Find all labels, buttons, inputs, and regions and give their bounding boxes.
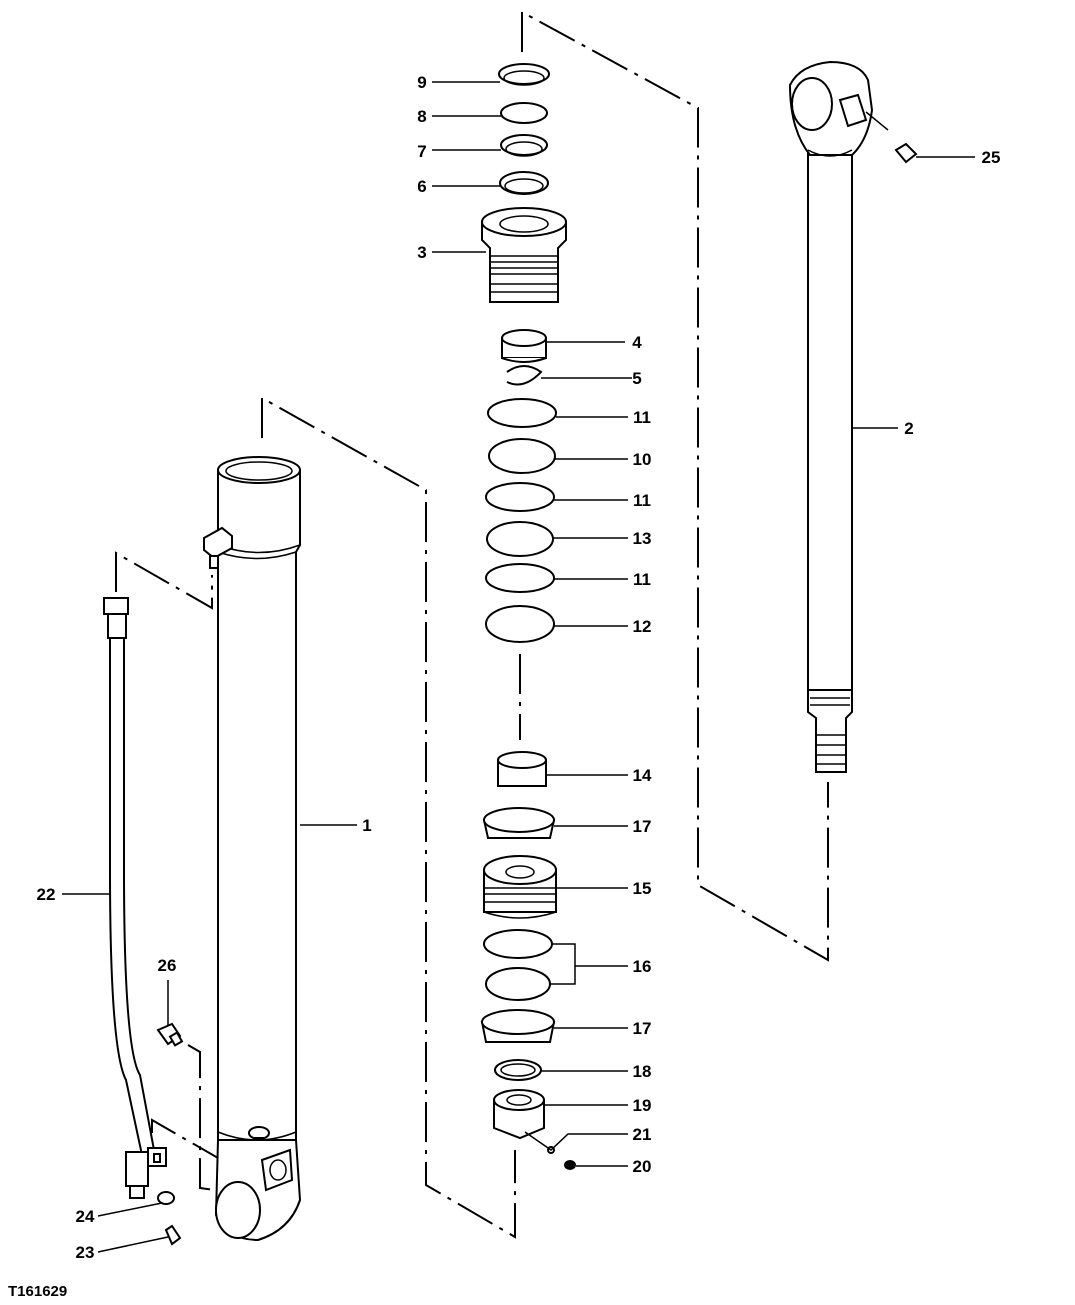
leader-lines xyxy=(62,81,975,1253)
callout-1: 1 xyxy=(362,816,371,835)
callout-15: 15 xyxy=(633,879,652,898)
callouts: 9 8 7 6 3 4 5 11 10 11 13 11 12 14 17 15… xyxy=(37,73,1001,1262)
callout-17-a: 17 xyxy=(633,817,652,836)
callout-18: 18 xyxy=(633,1062,652,1081)
callout-4: 4 xyxy=(632,333,642,352)
callout-6: 6 xyxy=(417,177,426,196)
cylinder-barrel xyxy=(203,456,302,1242)
callout-16: 16 xyxy=(633,957,652,976)
callout-24: 24 xyxy=(76,1207,95,1226)
callout-20: 20 xyxy=(633,1157,652,1176)
callout-12: 12 xyxy=(633,617,652,636)
callout-22: 22 xyxy=(37,885,56,904)
callout-5: 5 xyxy=(632,369,641,388)
part-25-fitting xyxy=(894,142,918,164)
hydraulic-tube xyxy=(103,597,167,1199)
callout-7: 7 xyxy=(417,142,426,161)
callout-17-b: 17 xyxy=(633,1019,652,1038)
small-fittings xyxy=(156,1022,184,1246)
piston-rod xyxy=(788,60,918,773)
callout-21: 21 xyxy=(633,1125,652,1144)
part-stack xyxy=(480,63,576,1170)
callout-19: 19 xyxy=(633,1096,652,1115)
callout-8: 8 xyxy=(417,107,426,126)
part-24-washer xyxy=(157,1191,175,1205)
callout-13: 13 xyxy=(633,529,652,548)
callout-11-b: 11 xyxy=(633,491,651,510)
callout-3: 3 xyxy=(417,243,426,262)
callout-9: 9 xyxy=(417,73,426,92)
callout-10: 10 xyxy=(633,450,652,469)
callout-23: 23 xyxy=(76,1243,95,1262)
callout-2: 2 xyxy=(904,419,913,438)
callout-11-a: 11 xyxy=(633,408,651,427)
callout-11-c: 11 xyxy=(633,570,651,589)
part-23-plug xyxy=(164,1224,182,1246)
callout-14: 14 xyxy=(633,766,652,785)
callout-26: 26 xyxy=(158,956,177,975)
figure-id: T161629 xyxy=(8,1283,67,1300)
callout-25: 25 xyxy=(982,148,1001,167)
